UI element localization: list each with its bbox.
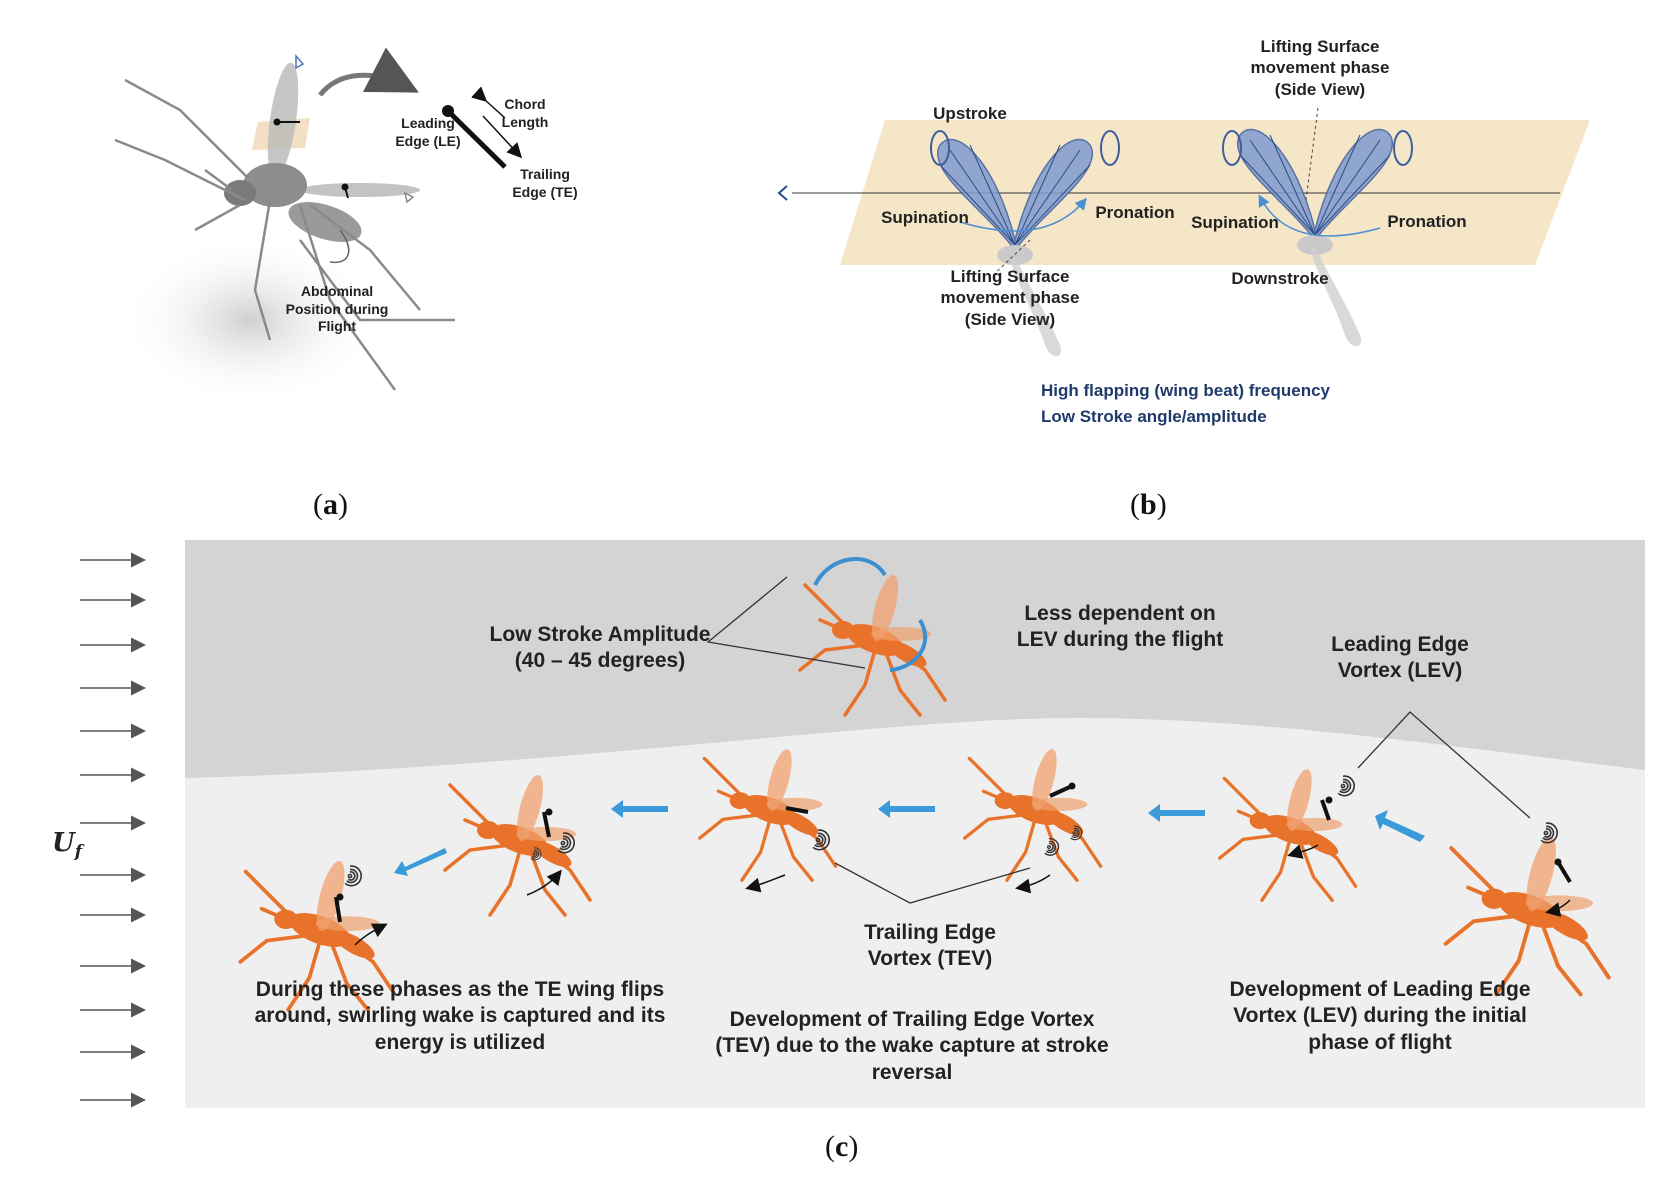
lifting-surface-bottom-label: Lifting Surface movement phase (Side Vie… (940, 267, 1080, 329)
pronation-right-label: Pronation (1387, 212, 1467, 231)
pronation-left-label: Pronation (1095, 203, 1175, 222)
panel-a-mosquito (114, 47, 523, 405)
description-middle: Development of Trailing Edge Vortex (TEV… (715, 1008, 1109, 1084)
flow-velocity-symbol: Uf (52, 828, 83, 863)
caption-c: (c) (825, 1130, 859, 1163)
lifting-surface-top-label: Lifting Surface movement phase (Side Vie… (1250, 37, 1390, 99)
panel-b-wing-kinematics (777, 107, 1590, 357)
description-left: During these phases as the TE wing flips… (254, 978, 666, 1054)
tev-label: Trailing Edge Vortex (TEV) (864, 921, 996, 971)
supination-left-label: Supination (881, 208, 969, 227)
panel-c-flight-phases (80, 540, 1645, 1108)
upstroke-label: Upstroke (933, 104, 1007, 123)
caption-a: (a) (313, 488, 348, 521)
leading-edge-label: Leading Edge (LE) (395, 115, 461, 149)
low-stroke-amplitude-label: Low Stroke Amplitude (40 – 45 degrees) (489, 623, 711, 673)
abdominal-position-label: Abdominal Position during Flight (285, 283, 389, 334)
chord-length-label: Chord Length (501, 96, 549, 130)
frequency-note: High flapping (wing beat) frequency (1041, 381, 1330, 400)
trailing-edge-label: Trailing Edge (TE) (512, 166, 578, 200)
description-right: Development of Leading Edge Vortex (LEV)… (1229, 978, 1531, 1054)
downstroke-label: Downstroke (1231, 269, 1329, 288)
less-dependent-label: Less dependent on LEV during the flight (1016, 602, 1224, 652)
amplitude-note: Low Stroke angle/amplitude (1041, 407, 1267, 426)
caption-b: (b) (1130, 488, 1167, 521)
supination-right-label: Supination (1191, 213, 1279, 232)
lev-label: Leading Edge Vortex (LEV) (1331, 633, 1469, 683)
